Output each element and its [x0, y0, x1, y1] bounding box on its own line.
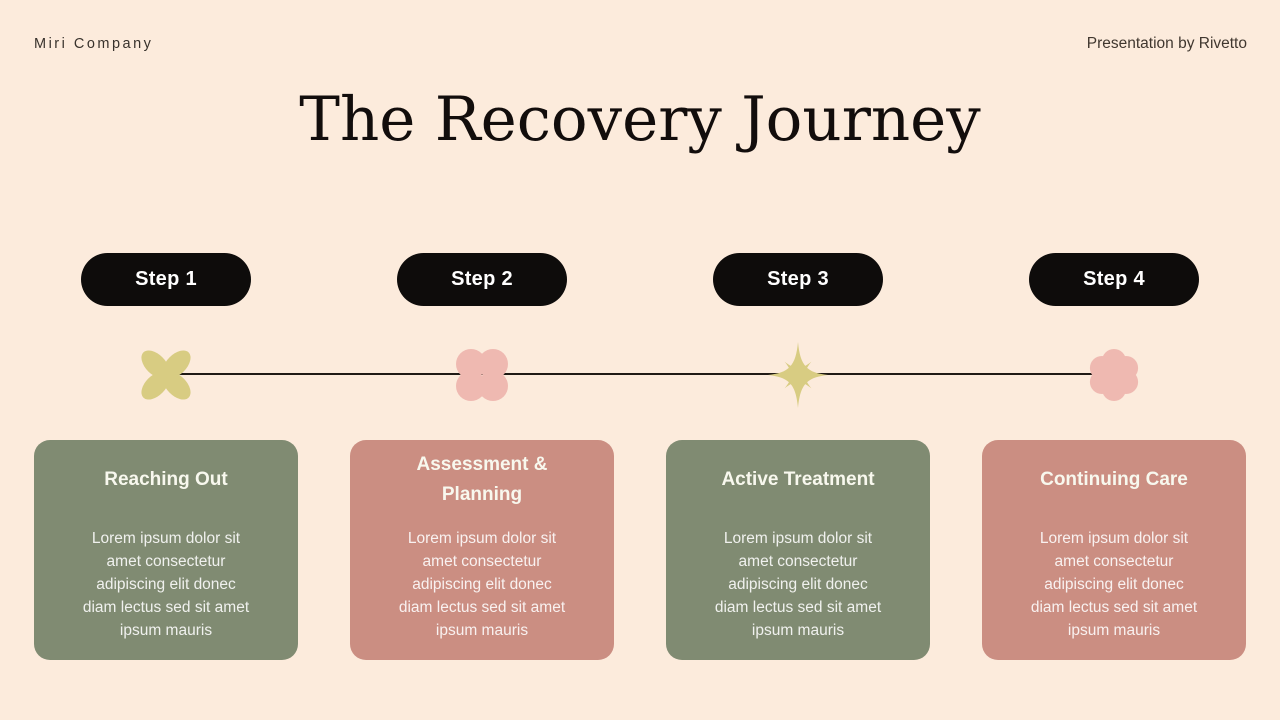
card-title: Reaching Out — [104, 468, 228, 490]
step-1-pill: Step 1 — [81, 253, 251, 306]
step-4-pill: Step 4 — [1029, 253, 1199, 306]
credit-label: Presentation by Rivetto — [1086, 35, 1247, 52]
step-1-pill-label: Step 1 — [135, 268, 197, 290]
card-body-text: Lorem ipsum dolor sit amet consectetur a… — [82, 530, 250, 639]
card-reaching-out: Reaching Out Lorem ipsum dolor sit amet … — [34, 440, 298, 660]
card-assessment-planning: Assessment & Planning Lorem ipsum dolor … — [350, 440, 614, 660]
clover-shape-icon — [456, 349, 508, 401]
timeline-shapes-row — [34, 339, 1246, 411]
step-3-pill: Step 3 — [713, 253, 883, 306]
card-continuing-care: Continuing Care Lorem ipsum dolor sit am… — [982, 440, 1246, 660]
flower-shape-icon — [1089, 349, 1139, 401]
timeline-line — [166, 373, 1113, 375]
page-title: The Recovery Journey — [299, 84, 981, 155]
sparkle-star-shape-icon — [768, 342, 828, 408]
step-2-pill-label: Step 2 — [451, 268, 513, 290]
card-active-treatment: Active Treatment Lorem ipsum dolor sit a… — [666, 440, 930, 660]
step-4-pill-label: Step 4 — [1083, 268, 1145, 290]
card-body-text: Lorem ipsum dolor sit amet consectetur a… — [714, 530, 882, 639]
x-cross-shape-icon — [141, 350, 191, 400]
step-cards-row: Reaching Out Lorem ipsum dolor sit amet … — [34, 440, 1246, 660]
step-pills-row: Step 1 Step 2 Step 3 Step 4 — [34, 253, 1246, 306]
card-title: Assessment & Planning — [416, 453, 548, 505]
card-body-text: Lorem ipsum dolor sit amet consectetur a… — [398, 530, 566, 639]
card-title: Active Treatment — [721, 468, 875, 490]
card-title: Continuing Care — [1040, 468, 1188, 490]
card-body-text: Lorem ipsum dolor sit amet consectetur a… — [1030, 530, 1198, 639]
brand-label: Miri Company — [34, 36, 154, 52]
step-2-pill: Step 2 — [397, 253, 567, 306]
step-3-pill-label: Step 3 — [767, 268, 829, 290]
